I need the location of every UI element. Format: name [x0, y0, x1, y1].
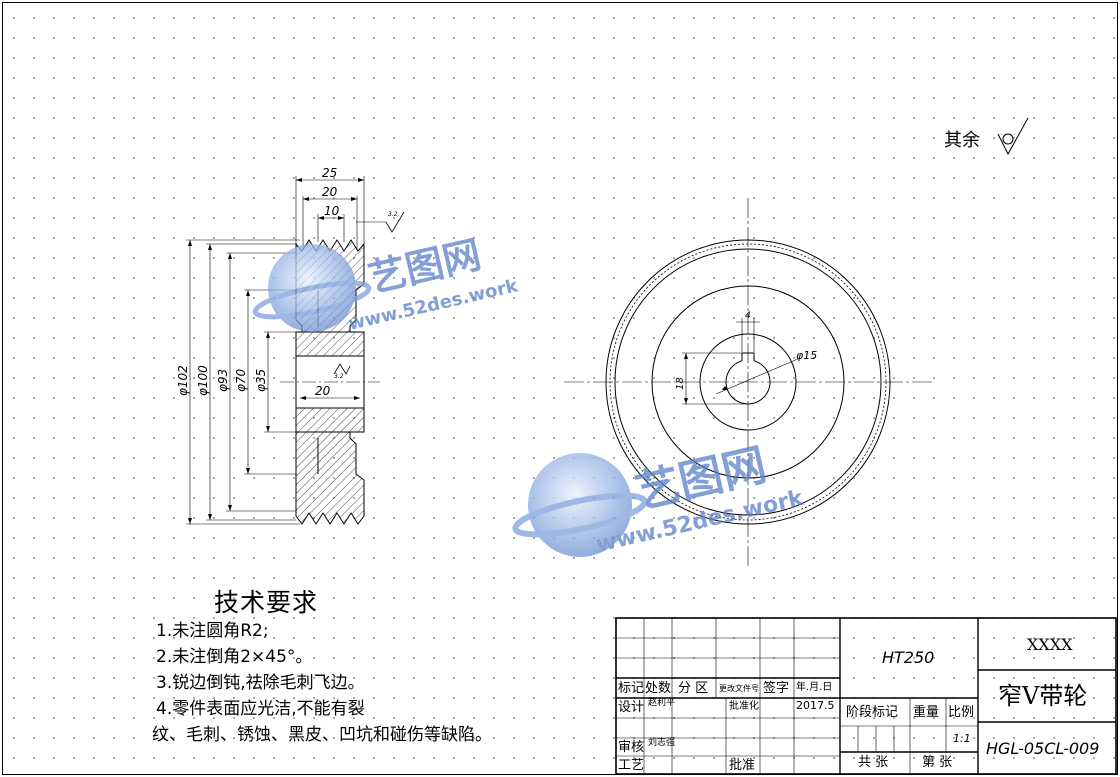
tech-note-4: 4.零件表面应光洁,不能有裂: [156, 699, 365, 719]
part-name: 窄V带轮: [998, 682, 1088, 710]
tech-requirements-title: 技术要求: [214, 588, 319, 617]
header-count: 处数: [645, 681, 672, 696]
roughness-bore-value: 3.2: [334, 373, 344, 380]
roughness-note: 其余: [944, 130, 980, 151]
front-arrows: [684, 353, 728, 404]
dim-dia-93: φ93: [216, 369, 230, 392]
roughness-symbol: [997, 117, 1029, 156]
material: HT250: [882, 648, 935, 667]
scale-value: 1:1: [953, 732, 971, 745]
lower-rim-section: [295, 431, 365, 525]
company-name: XXXX: [1027, 635, 1073, 654]
total-sheets: 共 张: [858, 755, 889, 770]
weight-label: 重量: [913, 705, 940, 720]
drawing-number: HGL-05CL-009: [986, 739, 1100, 758]
dim-dia-15: φ15: [796, 349, 817, 362]
watermark-upper: 艺图网 www.52des.work: [252, 232, 521, 335]
header-zone: 分 区: [678, 681, 709, 696]
stage-label: 阶段标记: [846, 705, 899, 720]
tech-note-2: 2.未注倒角2×45°。: [156, 647, 313, 667]
dim-dia-70: φ70: [234, 368, 248, 392]
hub-lower-section: [295, 407, 365, 433]
designer-name: 赵利平: [648, 698, 676, 708]
dim-20-top: 20: [322, 185, 338, 199]
tech-note-3: 3.锐边倒钝,祛除毛刺飞边。: [156, 673, 365, 693]
section-view: [186, 176, 405, 525]
dim-bore-20: 20: [315, 384, 331, 398]
header-doc-no: 更改文件号: [719, 684, 759, 693]
reviewer-name: 刘志强: [648, 738, 676, 748]
section-dimension-labels: 25 20 10 20 3.2 3.2 φ102 φ100 φ93 φ70 φ3…: [176, 166, 398, 398]
hub-upper-section: [295, 331, 365, 357]
process-label: 工艺: [618, 758, 645, 773]
dim-dia-35: φ35: [254, 369, 268, 392]
sheet-number: 第 张: [922, 755, 953, 770]
dim-dia-102: φ102: [176, 365, 190, 396]
watermark-lower: 艺图网 www.52des.work: [512, 439, 807, 558]
header-date: 年.月.日: [796, 682, 833, 693]
header-mark: 标记: [618, 681, 645, 696]
design-label: 设计: [618, 700, 645, 715]
scale-label: 比例: [948, 705, 975, 720]
header-sign: 签字: [763, 681, 790, 696]
front-view: [564, 198, 932, 566]
dimension-arrows: [188, 178, 364, 524]
dim-10: 10: [324, 204, 340, 218]
tech-note-1: 1.未注圆角R2;: [156, 621, 269, 641]
dim-keyway-18: 18: [675, 377, 686, 390]
dim-keyway-4: 4: [745, 311, 751, 321]
circle-93: [614, 248, 882, 516]
design-date: 2017.5: [796, 699, 835, 712]
roughness-top-value: 3.2: [388, 211, 398, 218]
approve-label: 批准: [729, 758, 756, 773]
standardize-label: 批准化: [729, 701, 759, 712]
dim-25: 25: [322, 166, 337, 180]
dim-dia-100: φ100: [196, 365, 210, 396]
title-block-grid: [615, 617, 1117, 775]
tech-note-5: 纹、毛刺、锈蚀、黑皮、凹坑和碰伤等缺陷。: [152, 725, 492, 745]
front-dimension-labels: 4 18 φ15: [675, 311, 817, 390]
review-label: 审核: [618, 740, 645, 755]
bore-keyway: [725, 352, 771, 405]
